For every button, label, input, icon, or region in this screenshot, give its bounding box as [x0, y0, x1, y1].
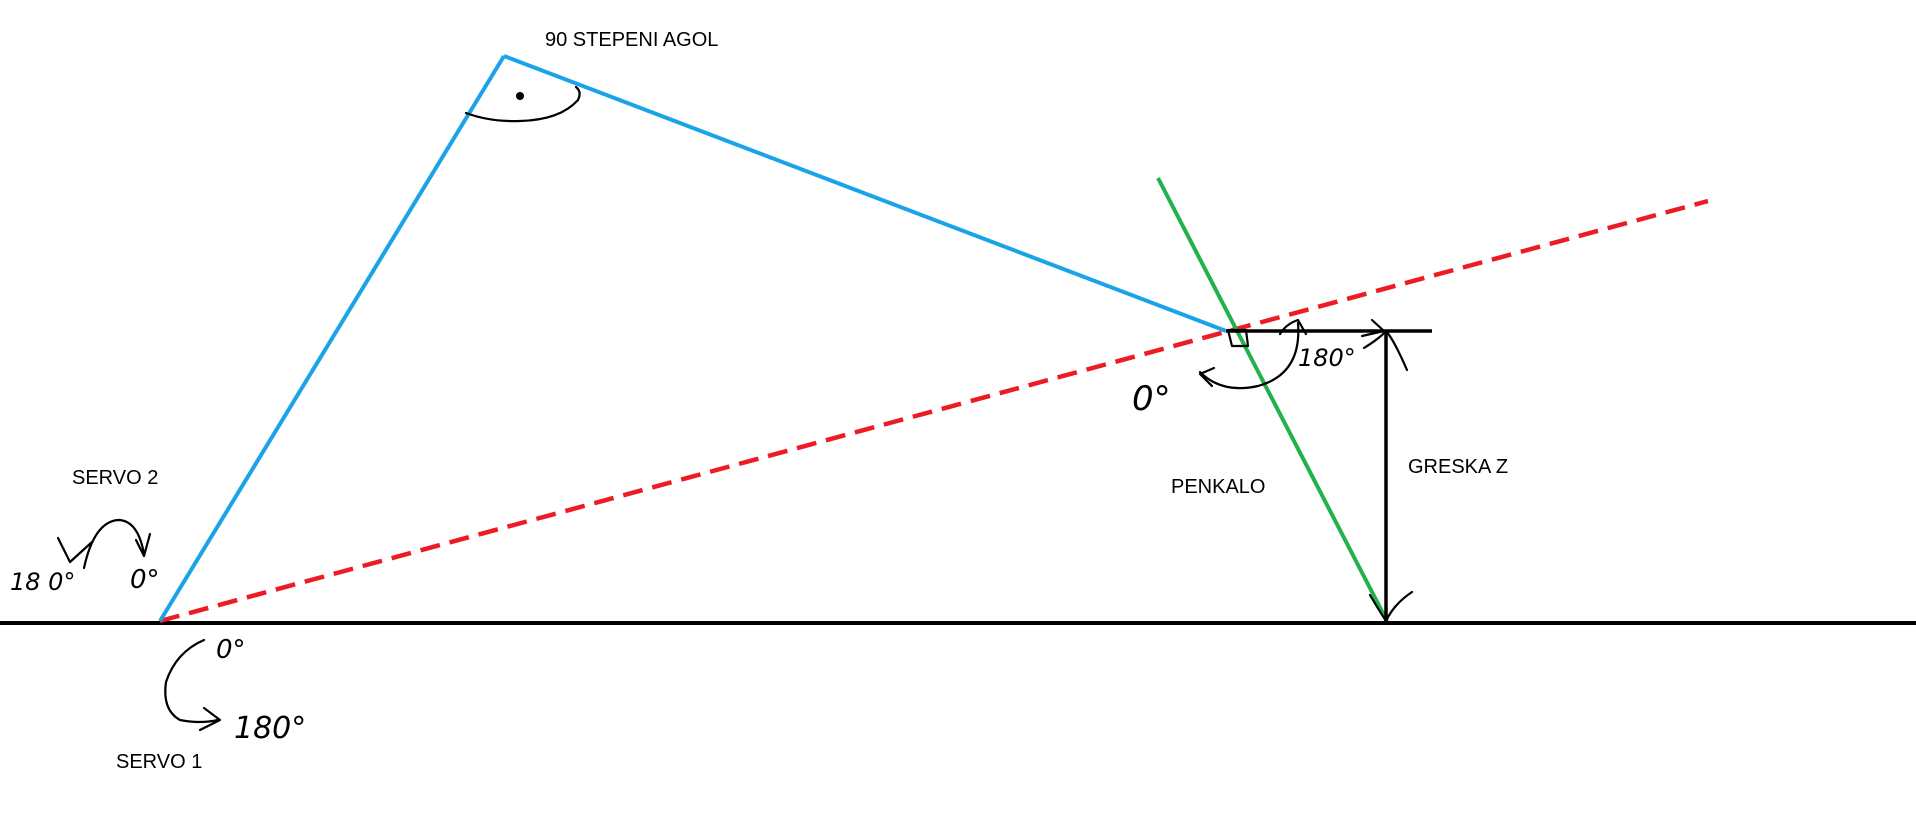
servo2-0-annotation: 0° [130, 565, 160, 595]
reference-dashed-line [159, 198, 1709, 624]
pen-label: PENKALO [1171, 476, 1265, 498]
error-arrowhead-bottom [1368, 590, 1414, 623]
angle-90-label: 90 STEPENI AGOL [545, 29, 718, 51]
arm-segment-2 [503, 54, 1227, 333]
arm-segment-1 [158, 54, 506, 623]
servo1-180-annotation: 180° [234, 711, 306, 746]
servo2-arrowhead-left [56, 536, 94, 564]
servo1-arrowhead [198, 706, 222, 732]
servo2-label: SERVO 2 [72, 467, 158, 489]
right-angle-arc [464, 85, 581, 123]
servo2-rotation-arrow [82, 518, 146, 570]
error-arrowhead-top [1362, 329, 1409, 372]
pen-0-annotation: 0° [1132, 379, 1171, 419]
right-angle-dot [516, 92, 524, 100]
servo1-rotation-arrow [164, 638, 220, 724]
pen-rotation-arrow [1198, 321, 1300, 390]
pen-joint-square [1226, 328, 1250, 348]
pen-rotation-arrowhead [1198, 366, 1216, 388]
error-corner-arrow [1360, 318, 1386, 338]
servo1-label: SERVO 1 [116, 751, 202, 773]
pen-line [1156, 177, 1389, 622]
servo1-0-annotation: 0° [216, 635, 246, 665]
pen-180-annotation: 180° [1298, 344, 1356, 372]
error-z-label: GRESKA Z [1408, 456, 1508, 478]
servo2-arrowhead-right [134, 532, 152, 558]
pen-rotation-arrow-top [1278, 318, 1308, 336]
servo2-180-annotation: 18 0° [10, 568, 75, 596]
